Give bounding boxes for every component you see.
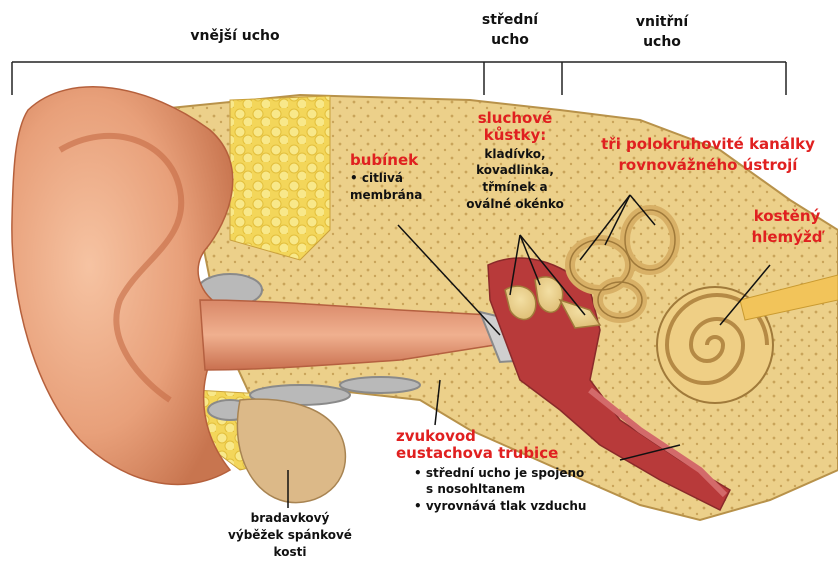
pinna bbox=[12, 87, 233, 485]
eustachian-desc-3: • vyrovnává tlak vzduchu bbox=[414, 500, 586, 514]
mastoid-desc-1: bradavkový bbox=[210, 512, 370, 526]
section-outer-ear: vnější ucho bbox=[160, 28, 310, 44]
eustachian-desc-2: s nosohltanem bbox=[426, 483, 586, 497]
mastoid-process bbox=[237, 399, 345, 502]
section-middle-label-1: střední bbox=[470, 12, 550, 28]
cochlea-title-2: hlemýžď bbox=[742, 229, 832, 246]
label-ossicles: sluchové kůstky: kladívko, kovadlinka, t… bbox=[450, 110, 580, 212]
label-eardrum: bubínek • citlivá membrána bbox=[350, 152, 422, 203]
eardrum-title: bubínek bbox=[350, 152, 422, 169]
eustachian-title: eustachova trubice bbox=[396, 445, 586, 462]
eardrum-desc-2: membrána bbox=[350, 189, 422, 203]
ossicles-desc-4: oválné okénko bbox=[450, 198, 580, 212]
ear-canal-title: zvukovod bbox=[396, 428, 586, 445]
ossicles-title-2: kůstky: bbox=[450, 127, 580, 144]
eustachian-desc-1: • střední ucho je spojeno bbox=[414, 467, 586, 481]
ossicles-desc-2: kovadlinka, bbox=[450, 164, 580, 178]
canals-title-1: tři polokruhovité kanálky bbox=[578, 136, 838, 153]
label-semicircular-canals: tři polokruhovité kanálky rovnovážného ú… bbox=[578, 136, 838, 175]
section-inner-label-2: ucho bbox=[622, 34, 702, 50]
ossicles-desc-1: kladívko, bbox=[450, 148, 580, 162]
section-inner-ear: vnitřní ucho bbox=[622, 14, 702, 50]
eardrum-desc-1: • citlivá bbox=[350, 172, 422, 186]
ossicles-desc-3: třmínek a bbox=[450, 181, 580, 195]
section-middle-label-2: ucho bbox=[470, 32, 550, 48]
label-ear-canal-and-eustachian-tube: zvukovod eustachova trubice • střední uc… bbox=[396, 428, 586, 514]
fat-tissue-upper bbox=[230, 96, 330, 260]
section-brackets bbox=[12, 62, 786, 95]
mastoid-desc-2: výběžek spánkové bbox=[210, 529, 370, 543]
cochlea-title-1: kostěný bbox=[742, 208, 832, 225]
label-cochlea: kostěný hlemýžď bbox=[742, 208, 832, 247]
section-middle-ear: střední ucho bbox=[470, 12, 550, 48]
mastoid-desc-3: kosti bbox=[210, 546, 370, 560]
ossicles-title-1: sluchové bbox=[450, 110, 580, 127]
section-inner-label-1: vnitřní bbox=[622, 14, 702, 30]
section-outer-label: vnější ucho bbox=[160, 28, 310, 44]
canals-title-2: rovnovážného ústrojí bbox=[578, 157, 838, 174]
label-mastoid: bradavkový výběžek spánkové kosti bbox=[210, 512, 370, 559]
